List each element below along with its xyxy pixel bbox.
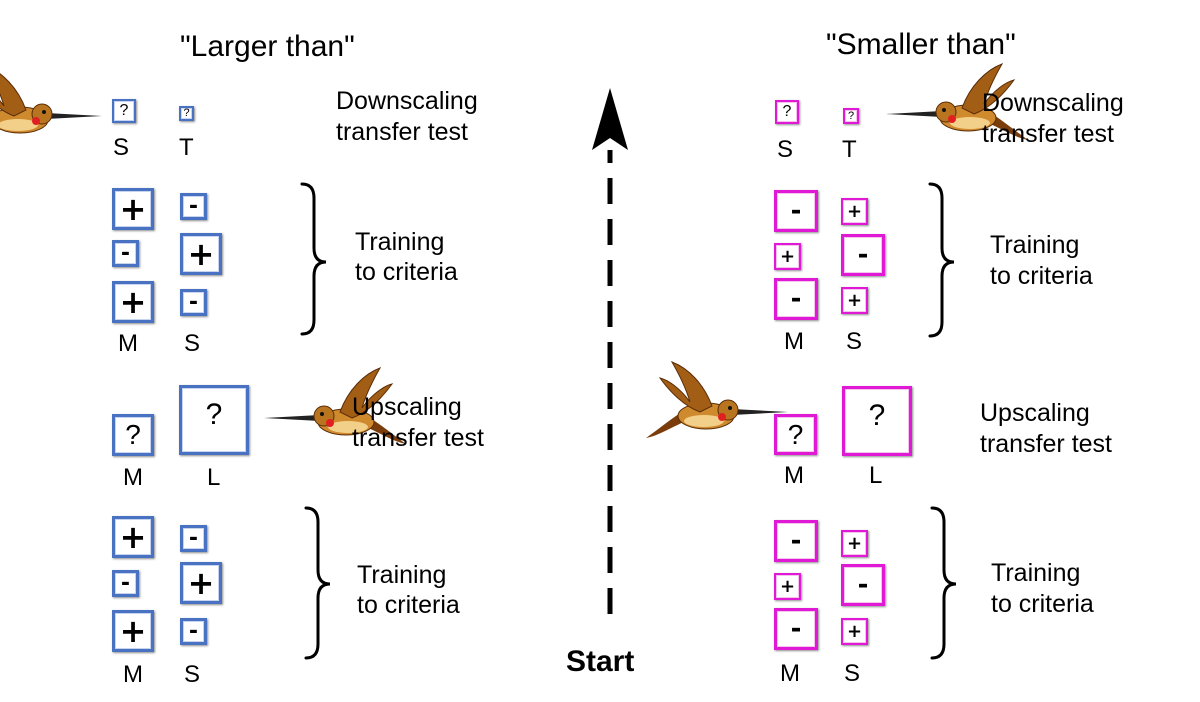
axis-label: L <box>207 464 221 491</box>
stage-label: Training <box>991 559 1081 587</box>
stage-label: Downscaling <box>336 87 478 115</box>
stimulus-box: + <box>112 188 154 230</box>
brace-left-upper <box>300 182 327 336</box>
stimulus-box: - <box>841 564 885 606</box>
stage-label: Upscaling <box>352 393 462 421</box>
stimulus-box: + <box>774 243 801 270</box>
stimulus-box: - <box>774 520 818 562</box>
axis-label: M <box>780 660 800 687</box>
arrowhead-icon <box>592 88 628 150</box>
stimulus-box: ? <box>842 386 912 456</box>
hummingbird-icon <box>0 65 103 143</box>
stimulus-box: ? <box>179 385 249 455</box>
axis-label: S <box>844 660 861 687</box>
axis-label: M <box>118 330 138 357</box>
axis-label: T <box>842 136 857 163</box>
stimulus-box: + <box>112 516 154 558</box>
stimulus-box: - <box>180 525 207 552</box>
stimulus-box: ? <box>179 106 194 121</box>
stage-label: to criteria <box>357 591 460 619</box>
axis-label: M <box>123 661 143 688</box>
stage-label: Upscaling <box>980 399 1090 427</box>
stimulus-box: - <box>841 234 885 276</box>
stage-label: Training <box>990 231 1080 259</box>
stage-label: Downscaling <box>982 89 1124 117</box>
stage-label: to criteria <box>355 258 458 286</box>
stimulus-box: ? <box>774 414 817 455</box>
axis-label: S <box>777 136 794 163</box>
stimulus-box: + <box>180 233 222 275</box>
stimulus-box: - <box>774 608 818 650</box>
start-label: Start <box>566 645 635 678</box>
brace-right-lower <box>930 506 957 660</box>
brace-right-upper <box>928 182 955 338</box>
stage-label: to criteria <box>991 590 1094 618</box>
stimulus-box: ? <box>775 100 799 124</box>
stimulus-box: ? <box>843 108 859 124</box>
axis-label: S <box>184 661 201 688</box>
axis-label: S <box>184 330 201 357</box>
stage-label: to criteria <box>990 262 1093 290</box>
stimulus-box: - <box>180 289 207 316</box>
axis-label: L <box>869 462 883 489</box>
stimulus-box: + <box>112 281 154 323</box>
axis-label: S <box>113 134 130 161</box>
stage-label: Training <box>355 228 445 256</box>
stage-label: transfer test <box>982 120 1114 148</box>
axis-label: M <box>784 462 804 489</box>
stimulus-box: + <box>841 618 868 645</box>
stimulus-box: - <box>180 618 207 645</box>
axis-label: M <box>784 328 804 355</box>
stimulus-box: + <box>841 530 868 557</box>
stimulus-box: + <box>180 562 222 604</box>
stimulus-box: - <box>774 278 818 320</box>
stage-label: transfer test <box>980 430 1112 458</box>
stimulus-box: - <box>112 570 139 597</box>
stimulus-box: - <box>112 240 139 267</box>
hummingbird-icon <box>645 361 789 439</box>
stage-label: transfer test <box>336 118 468 146</box>
brace-left-lower <box>304 506 331 660</box>
stimulus-box: ? <box>112 99 136 123</box>
stimulus-box: ? <box>112 414 154 456</box>
axis-label: S <box>846 328 863 355</box>
axis-label: M <box>123 464 143 491</box>
stimulus-box: - <box>774 190 818 232</box>
stimulus-box: + <box>841 198 868 225</box>
stimulus-box: + <box>841 287 868 314</box>
right-title: "Smaller than" <box>826 28 1016 61</box>
axis-label: T <box>179 134 194 161</box>
stage-label: Training <box>357 561 447 589</box>
stage-label: transfer test <box>352 424 484 452</box>
stimulus-box: + <box>112 610 154 652</box>
stimulus-box: - <box>180 193 207 220</box>
left-title: "Larger than" <box>180 30 355 63</box>
stimulus-box: + <box>774 573 801 600</box>
